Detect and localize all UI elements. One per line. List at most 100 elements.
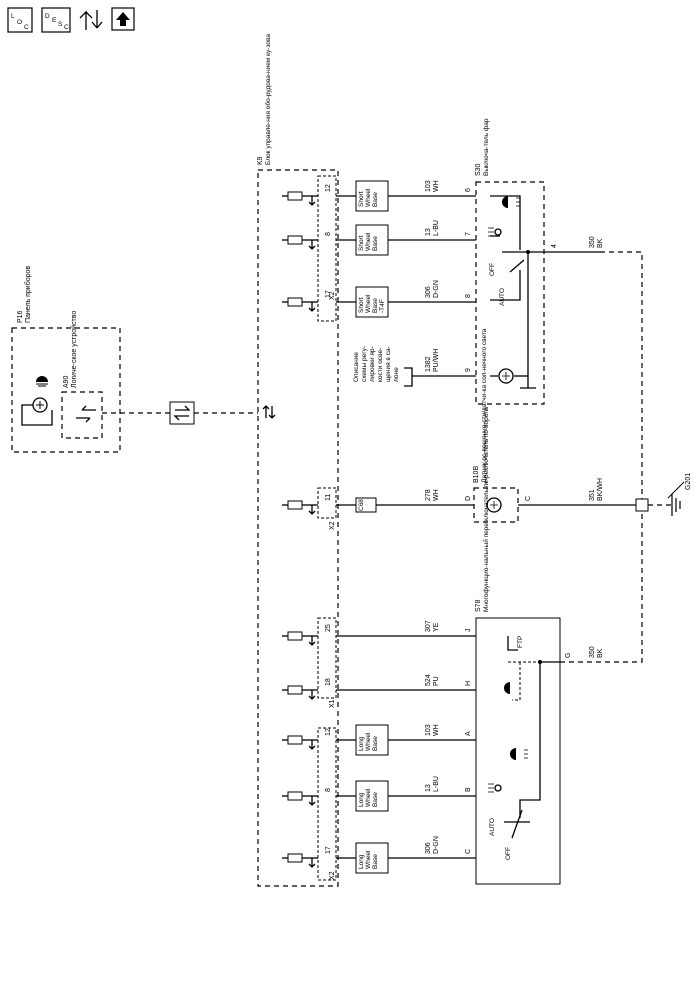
wire-number: 103	[425, 724, 432, 736]
loc-button[interactable]: L O C	[7, 7, 33, 33]
wire-color: L-BU	[433, 776, 440, 792]
far-pin-C: C	[465, 849, 472, 854]
high-beam-icon-s78	[510, 748, 528, 760]
svg-text:кости осве-: кости осве-	[377, 348, 384, 382]
arrow-icon	[308, 796, 316, 806]
flash-to-pass-icon	[504, 682, 510, 694]
up-button[interactable]	[111, 7, 135, 31]
arrow-icon	[308, 690, 316, 700]
ground-symbol	[667, 481, 685, 516]
internal-resistor	[287, 791, 303, 801]
desc-icon: D	[45, 13, 50, 20]
s30-headlamp-switch: S30 Выключа-тель фар OFF AUTO	[475, 118, 545, 405]
k9-pin-8: 8	[325, 232, 332, 236]
b10b-ref: B10B	[473, 466, 480, 483]
wire-color: BK	[597, 648, 604, 658]
indicator-lamp-icon	[32, 397, 48, 413]
far-pin-J: J	[465, 629, 472, 633]
parking-lamp-icon	[488, 227, 502, 237]
option-label: Long	[358, 792, 365, 807]
far-pin-9: 9	[465, 368, 472, 372]
wire-color: D-GN	[433, 280, 440, 298]
internal-resistor	[287, 853, 303, 863]
desc-button[interactable]: D E S C	[41, 7, 71, 33]
p16-name: Панель приборов	[24, 266, 32, 323]
svg-text:S: S	[58, 21, 63, 28]
connector-x2-top: X2	[329, 291, 336, 300]
tools-button[interactable]	[79, 10, 103, 30]
p16-module: P16 Панель приборов A90 Логиче-ское устр…	[11, 266, 121, 453]
svg-text:C: C	[24, 24, 29, 31]
parking-lamp-icon-s78	[488, 783, 502, 793]
connector-x1: X1	[329, 699, 336, 708]
sensor-icon	[486, 497, 502, 513]
wire-number: 1382	[425, 356, 432, 372]
option-box	[355, 780, 389, 812]
s78-ftp-label: FTP	[517, 636, 524, 648]
p16-ref: P16	[17, 310, 24, 323]
k9-pin-8: 8	[325, 788, 332, 792]
s30-auto-label: AUTO	[499, 288, 506, 306]
option-label: C68	[358, 499, 365, 511]
k9-pin-25: 25	[325, 624, 332, 632]
svg-text:лоне: лоне	[393, 367, 400, 382]
k9-pin-17: 17	[325, 290, 332, 298]
wire-number: 306	[425, 286, 432, 298]
b10b-light-sensor: B10B Датчик ос-вещенно-сти/датчи-ка сол-…	[473, 328, 519, 523]
internal-resistor	[287, 297, 303, 307]
internal-resistor	[287, 191, 303, 201]
option-label: Short	[358, 297, 365, 313]
svg-text:O: O	[17, 19, 22, 26]
internal-resistor	[287, 685, 303, 695]
s78-ref: S78	[475, 599, 482, 612]
headlamp-icon	[36, 376, 48, 387]
arrow-up-icon	[116, 12, 130, 26]
arrow-icon	[308, 636, 316, 646]
option-label: Wheel	[365, 850, 372, 869]
serial-arrows-icon	[262, 405, 276, 419]
arrow-icon	[308, 740, 316, 750]
wire-color: BK	[597, 238, 604, 248]
wire-number: 524	[425, 674, 432, 686]
loc-icon: L	[11, 13, 15, 20]
toolbar: L O C D E S C	[7, 7, 135, 33]
wire-number: 13	[425, 784, 432, 792]
internal-resistor	[287, 235, 303, 245]
k9-pin-12: 12	[325, 184, 332, 192]
option-label: Base	[372, 192, 379, 207]
wire-number: 103	[425, 180, 432, 192]
a90-ref: A90	[63, 375, 70, 388]
option-box	[355, 224, 389, 256]
tools-icon	[79, 10, 103, 30]
b10b-name: Датчик ос-вещенно-сти/датчи-ка сол-нечно…	[481, 328, 488, 483]
option-label: Wheel	[365, 232, 372, 251]
far-pin-6: 6	[465, 188, 472, 192]
connector-x2-mid: X2	[329, 521, 336, 530]
svg-text:схемы регу-: схемы регу-	[361, 346, 368, 382]
serial-data-symbol	[169, 401, 195, 425]
wire-color: WH	[433, 724, 440, 736]
option-box	[355, 724, 389, 756]
wire-number: 278	[425, 489, 432, 501]
wire-number: 307	[425, 620, 432, 632]
s78-pin-g: G	[565, 653, 572, 658]
k9-pin-17: 17	[325, 846, 332, 854]
option-label: Base	[372, 736, 379, 751]
arrow-icon	[308, 196, 316, 206]
wire-color: BK/WH	[597, 478, 604, 501]
option-label: Short	[358, 235, 365, 251]
s30-ref: S30	[475, 163, 482, 176]
wire-color: WH	[433, 180, 440, 192]
k9-module: K9 Блок управле-ния обо-рудова-нием ку-з…	[257, 34, 339, 887]
option-label: Base	[372, 792, 379, 807]
s78-name: Многофункцио-нальный пере-ключатель/пе-р…	[482, 407, 490, 612]
k9-pin-11: 11	[325, 494, 332, 501]
